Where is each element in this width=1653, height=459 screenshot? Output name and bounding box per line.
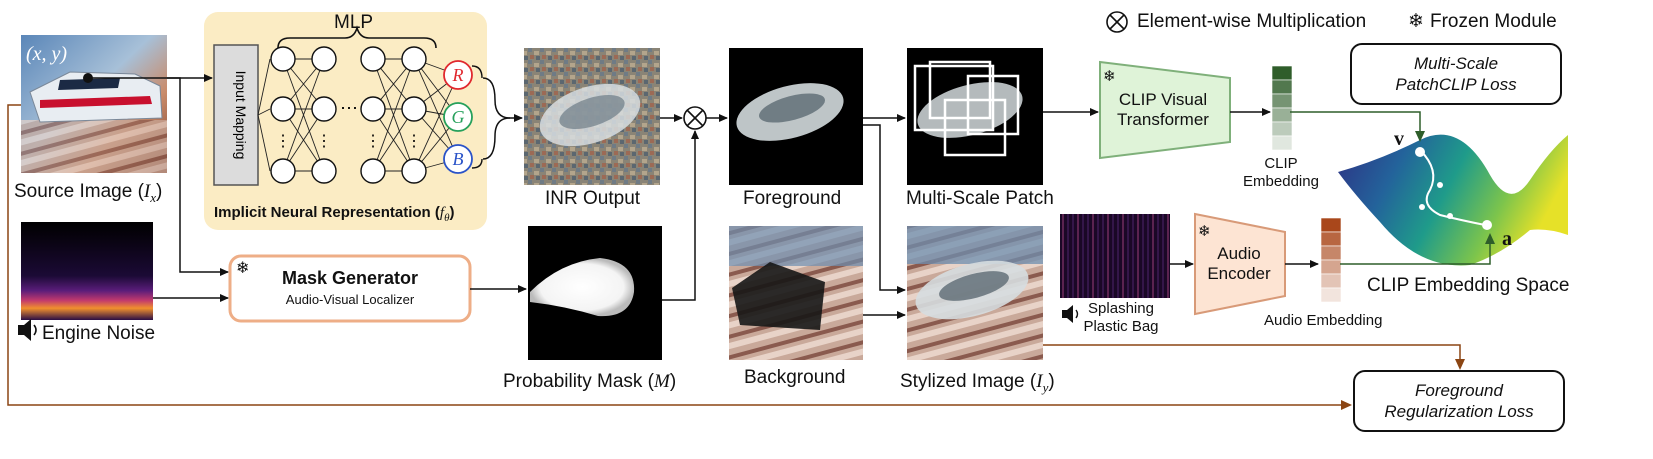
patchclip-loss-line1: Multi-Scale [1413,54,1499,73]
foreground-label: Foreground [743,188,842,209]
mlp-ellipsis: ⋯ [340,98,358,118]
embedding-cell [1320,273,1342,289]
embedding-cell [1271,135,1293,151]
background-image [729,226,863,360]
mlp-vdots: ⋮ [316,133,332,150]
mlp-neuron [360,158,386,184]
rgb-brace [471,158,483,169]
multi-scale-patch-label: Multi-Scale Patch [906,188,1054,209]
source-image [21,35,167,173]
engine-noise-spectrogram [21,222,153,320]
frozen-icon-mask-gen: ❄ [236,260,250,277]
mlp-neuron [270,46,296,72]
audio-encoder-title: Audio Encoder [1207,244,1271,283]
legend-multiply-icon [1106,11,1128,33]
mlp-vdots: ⋮ [406,133,422,150]
rgb-output-node-g [443,102,473,132]
mlp-label: MLP [334,12,374,33]
clip-embedding-space-surface [1338,134,1568,266]
flow-arrows [88,74,1319,319]
input-mapping-label: Input Mapping [233,71,249,160]
splashing-plastic-bag-spectrogram [1060,214,1170,298]
source-coord-label: (x, y) [26,43,67,65]
rgb-output-label: B [453,149,464,169]
foreground-loss-box: Foreground Regularization Loss [1353,370,1565,432]
mlp-neuron [270,96,296,122]
mlp-neuron [360,46,386,72]
multiply-node [683,106,707,130]
patchclip-loss-box: Multi-Scale PatchCLIP Loss [1350,43,1562,105]
foreground-loss-line1: Foreground [1415,381,1503,400]
embedding-space-label: CLIP Embedding Space [1367,275,1570,296]
stylized-to-foreground-loss-arrow [1043,344,1465,370]
legend-multiply-label: Element-wise Multiplication [1137,11,1367,32]
stylized-image [907,226,1043,360]
rgb-output-label: G [452,107,465,127]
a-label: a [1502,228,1512,250]
mlp-network: ⋮ ⋮ ⋮ ⋮ ⋯ R G B [257,46,483,184]
legend-frozen-icon: ❄ [1408,11,1424,32]
mlp-neuron [401,96,427,122]
v-label: v [1394,128,1404,150]
embedding-cell [1320,231,1342,247]
mlp-brace [277,25,437,49]
probability-mask-image [528,226,662,360]
mlp-vdots: ⋮ [275,133,291,150]
inr-output-label: INR Output [545,188,641,209]
stylized-image-label: Stylized Image (Iy) [900,371,1055,395]
clip-embedding-label: CLIP Embedding [1243,155,1319,190]
clip-visual-transformer-title: CLIP Visual Transformer [1117,90,1209,129]
input-mapping-box [213,44,259,186]
audio-embedding-vector [1320,217,1342,303]
embedding-cell [1271,65,1293,81]
speaker-icon-2 [1062,305,1079,323]
patchclip-loss-line2: PatchCLIP Loss [1395,75,1517,94]
background-label: Background [744,367,846,388]
mlp-neuron [360,96,386,122]
mlp-neuron [270,158,296,184]
embedding-cell [1271,79,1293,95]
engine-noise-label: Engine Noise [42,323,156,344]
embedding-cell [1271,121,1293,137]
foreground-image [729,48,863,185]
mlp-neuron [401,158,427,184]
mlp-neuron [401,46,427,72]
multi-scale-patch-image [907,48,1043,185]
frozen-icon-clip: ❄ [1103,68,1116,85]
rgb-output-node-r [443,60,473,90]
frozen-icon-audio: ❄ [1198,223,1211,240]
inr-title: Implicit Neural Representation (fθ) [214,204,455,224]
clip-visual-transformer-box [1099,60,1231,160]
clip-embedding-vector [1271,65,1293,151]
rgb-output-label: R [452,65,464,85]
mlp-neuron [311,96,337,122]
clip-embedding-to-v-arrow [1290,111,1425,142]
audio-encoder-box [1194,212,1286,316]
embedding-cell [1320,245,1342,261]
audio-embedding-to-a-arrow [1340,233,1495,265]
inr-output-image [524,48,660,185]
rgb-brace [471,65,483,79]
speaker-icon [18,319,37,341]
splashing-plastic-bag-label: Splashing Plastic Bag [1083,300,1159,335]
embedding-cell [1320,287,1342,303]
mask-generator-title: Mask Generator [281,268,419,288]
legend-frozen-label: Frozen Module [1430,11,1557,32]
foreground-loss-line2: Regularization Loss [1384,402,1534,421]
embedding-cell [1271,93,1293,109]
mask-generator-subtitle: Audio-Visual Localizer [285,292,415,307]
embedding-cell [1271,107,1293,123]
mlp-neuron [311,158,337,184]
embedding-cell [1320,259,1342,275]
mlp-neuron [311,46,337,72]
audio-embedding-label: Audio Embedding [1264,312,1383,329]
source-to-foreground-loss-arrow [7,104,1352,410]
source-image-label: Source Image (Ix) [14,181,163,205]
embedding-cell [1320,217,1342,233]
probability-mask-label: Probability Mask (M) [503,371,677,392]
rgb-output-node-b [443,144,473,174]
mlp-vdots: ⋮ [365,133,381,150]
